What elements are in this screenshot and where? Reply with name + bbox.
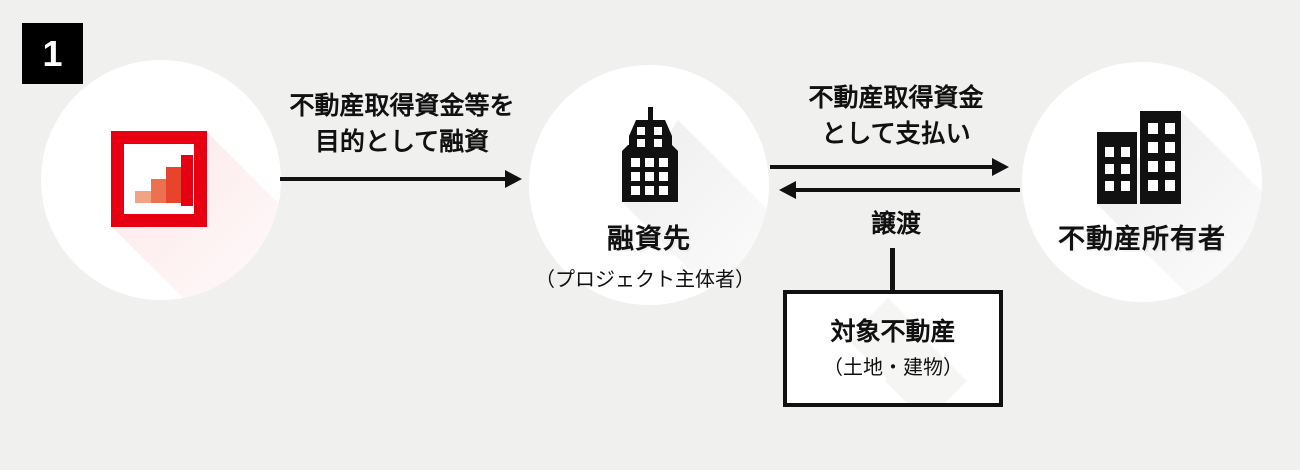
loan-arrow-head-right bbox=[505, 170, 522, 188]
buildings-icon bbox=[1097, 111, 1262, 302]
payment-caption-line2: として支払い bbox=[821, 120, 971, 148]
node-lender-circle bbox=[41, 60, 281, 300]
step-number-badge: 1 bbox=[22, 23, 83, 84]
loan-caption-line2: 目的として融資 bbox=[314, 128, 490, 156]
skyscraper bbox=[622, 107, 678, 202]
skyscraper-icon bbox=[622, 107, 769, 305]
transfer-to-property-connector bbox=[890, 248, 895, 292]
node-owner-circle bbox=[1022, 62, 1262, 302]
bar-chart-logo bbox=[111, 131, 207, 227]
loan-arrow-line bbox=[280, 177, 506, 181]
buildings bbox=[1097, 111, 1181, 204]
loan-caption-line1: 不動産取得資金等を bbox=[289, 92, 515, 120]
property-box-subtitle: （土地・建物） bbox=[823, 356, 963, 379]
bar-chart-logo-icon bbox=[111, 131, 281, 300]
payment-arrow-caption: 不動産取得資金 として支払い bbox=[766, 80, 1026, 152]
node-borrower-circle bbox=[529, 65, 769, 305]
property-box: 対象不動産 （土地・建物） bbox=[783, 290, 1003, 407]
payment-arrow-head-right bbox=[992, 158, 1009, 176]
owner-label: 不動産所有者 bbox=[1058, 224, 1226, 254]
payment-arrow-line bbox=[770, 165, 994, 169]
icon-long-shadow bbox=[1097, 111, 1262, 302]
transfer-arrow-caption: 譲渡 bbox=[870, 210, 921, 238]
borrower-label: 融資先 bbox=[607, 224, 691, 254]
borrower-sublabel: （プロジェクト主体者） bbox=[535, 269, 755, 291]
payment-caption-line1: 不動産取得資金 bbox=[808, 84, 984, 112]
property-box-title: 対象不動産 bbox=[830, 317, 956, 346]
transfer-arrow-head-left bbox=[779, 181, 796, 199]
transfer-arrow-line bbox=[794, 188, 1020, 192]
loan-arrow-caption: 不動産取得資金等を 目的として融資 bbox=[272, 88, 532, 160]
